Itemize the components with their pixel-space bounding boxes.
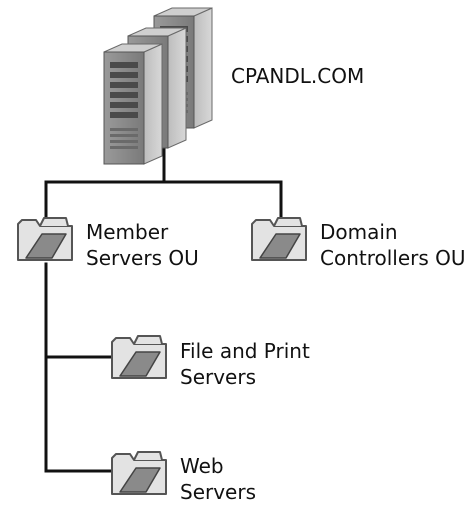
member-servers-ou-label[interactable]: Member Servers OU xyxy=(86,220,199,270)
server-stack-icon xyxy=(103,7,213,165)
root-domain-label: CPANDL.COM xyxy=(231,64,365,88)
ou-folder-icon[interactable] xyxy=(111,335,167,379)
web-servers-ou-label[interactable]: Web Servers xyxy=(180,454,257,504)
connector-lines xyxy=(44,146,283,473)
domain-controllers-ou-label[interactable]: Domain Controllers OU xyxy=(320,220,466,270)
ou-folder-icon[interactable] xyxy=(251,217,307,261)
file-print-servers-ou-label[interactable]: File and Print Servers xyxy=(180,339,310,389)
ou-folder-icon[interactable] xyxy=(111,451,167,495)
ou-folder-icon[interactable] xyxy=(17,217,73,261)
